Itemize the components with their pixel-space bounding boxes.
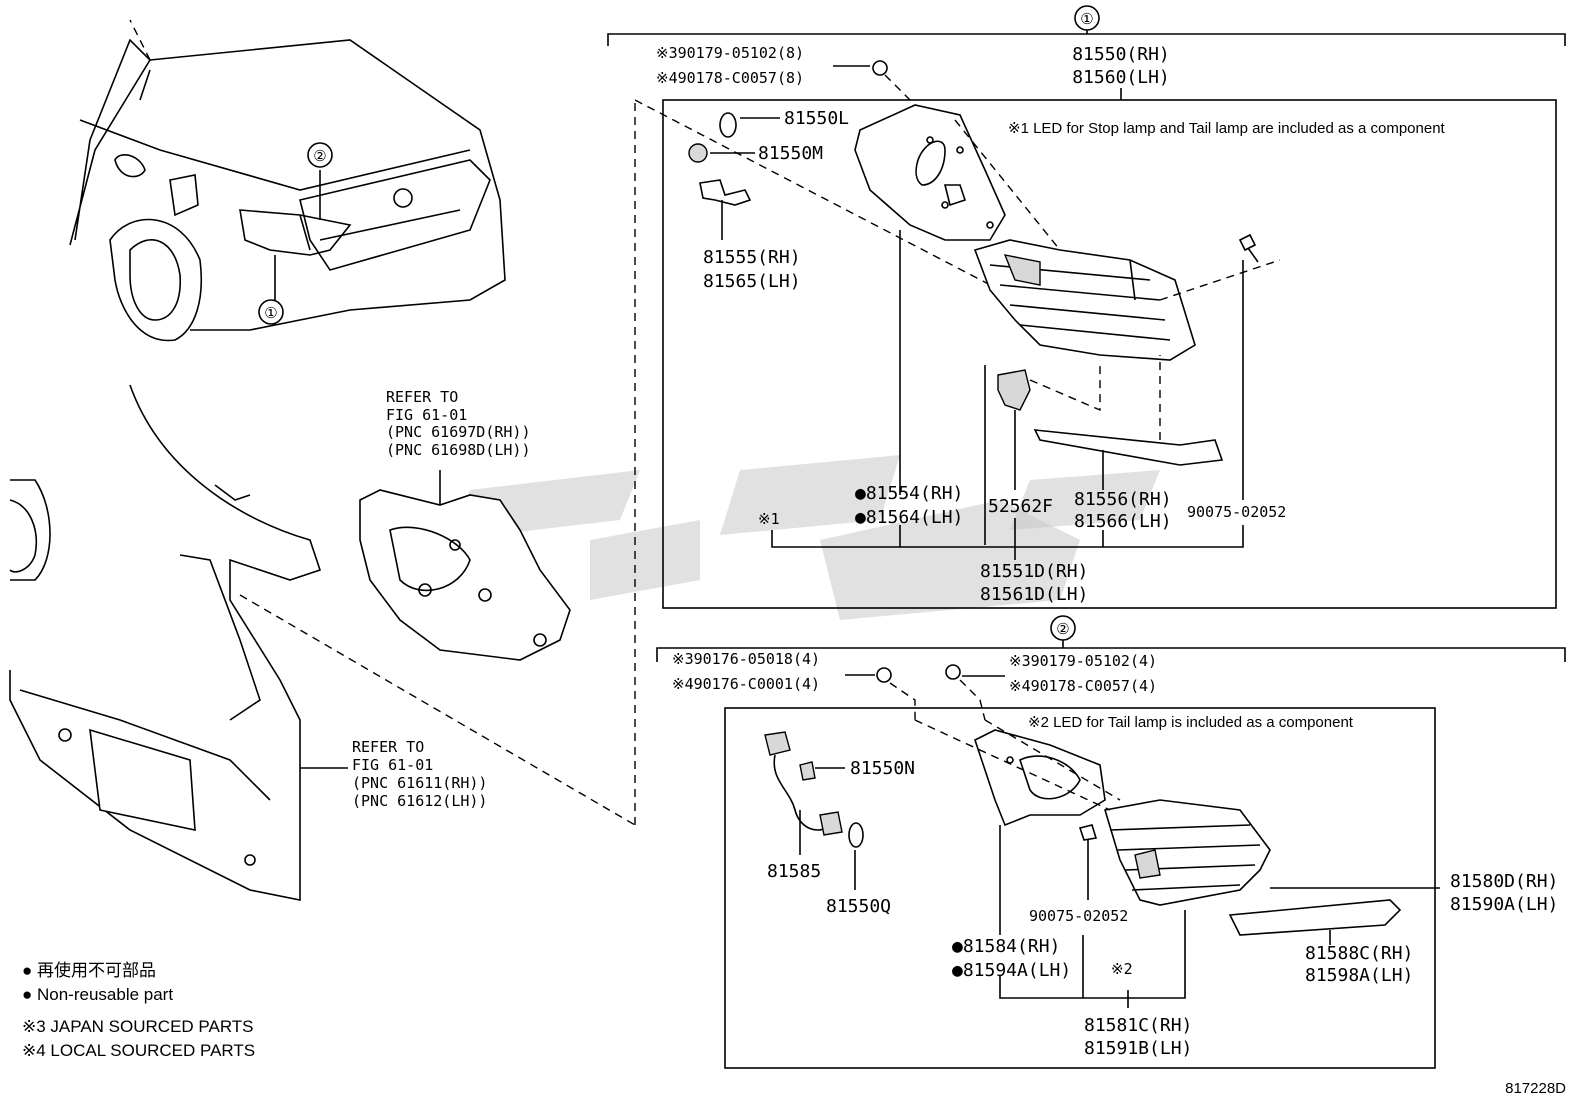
- connector-rh: 81555(RH): [703, 247, 801, 268]
- fastener-d-2: ※490178-C0057(4): [1009, 677, 1157, 695]
- refer-upper-4: (PNC 61698D(LH)): [386, 441, 531, 459]
- ref-1: ※1: [758, 510, 780, 528]
- fastener-b-1: ※490178-C0057(8): [656, 69, 804, 87]
- clip-52562f: 52562F: [988, 496, 1053, 517]
- legend: ● 再使用不可部品 ● Non-reusable part ※3 JAPAN S…: [22, 960, 255, 1060]
- gasket-rh: ●81554(RH): [855, 483, 963, 504]
- gasket-lh: ●81564(LH): [855, 507, 963, 528]
- car-rear-view: ② ①: [69, 19, 506, 342]
- refer-upper-3: (PNC 61697D(RH)): [386, 423, 531, 441]
- assy-lh: 81590A(LH): [1450, 894, 1558, 915]
- refer-lower-2: FIG 61-01: [352, 756, 433, 774]
- unit-lh: 81561D(LH): [980, 584, 1088, 605]
- gasket-rh-2: ●81584(RH): [952, 936, 1060, 957]
- callout-2: ②: [1056, 620, 1069, 638]
- callout-1-car: ①: [264, 304, 277, 322]
- lens-lh-2: 81598A(LH): [1305, 965, 1413, 986]
- note-2: ※2 LED for Tail lamp is included as a co…: [1028, 714, 1354, 731]
- callout-1: ①: [1080, 10, 1093, 28]
- bulb-81550l: 81550L: [784, 108, 849, 129]
- gasket-lh-2: ●81594A(LH): [952, 960, 1071, 981]
- unit-rh: 81551D(RH): [980, 561, 1088, 582]
- refer-lower-1: REFER TO: [352, 738, 424, 756]
- bulb-81550q: 81550Q: [826, 896, 891, 917]
- assy-rh: 81580D(RH): [1450, 871, 1558, 892]
- connector-lh: 81565(LH): [703, 271, 801, 292]
- bulb-81550n: 81550N: [850, 758, 915, 779]
- legend-non-reusable: ● Non-reusable part: [22, 985, 173, 1004]
- refer-lower-4: (PNC 61612(LH)): [352, 792, 487, 810]
- refer-upper-2: FIG 61-01: [386, 406, 467, 424]
- lens-lh: 81566(LH): [1074, 511, 1172, 532]
- fastener-a-2: ※390176-05018(4): [672, 650, 820, 668]
- lamp-bracket: [359, 470, 571, 661]
- title-rh: 81550(RH): [1072, 44, 1170, 65]
- fastener-b-2: ※490176-C0001(4): [672, 675, 820, 693]
- socket-81550m: 81550M: [758, 143, 823, 164]
- diagram-id: 817228D: [1505, 1080, 1566, 1097]
- note-1: ※1 LED for Stop lamp and Tail lamp are i…: [1008, 120, 1446, 137]
- refer-upper-1: REFER TO: [386, 388, 458, 406]
- ref-2: ※2: [1111, 960, 1133, 978]
- legend-japan: ※3 JAPAN SOURCED PARTS: [22, 1017, 254, 1036]
- fastener-c-2: ※390179-05102(4): [1009, 652, 1157, 670]
- screw-90075-2: 90075-02052: [1029, 907, 1128, 925]
- group-1: ① 81550(RH) 81560(LH) ※1 LED for Stop la…: [607, 5, 1566, 609]
- unit-lh-2: 81591B(LH): [1084, 1038, 1192, 1059]
- wire-81585: 81585: [767, 861, 821, 882]
- quarter-panel: [9, 384, 322, 901]
- screw-90075: 90075-02052: [1187, 503, 1286, 521]
- lens-rh: 81556(RH): [1074, 489, 1172, 510]
- unit-rh-2: 81581C(RH): [1084, 1015, 1192, 1036]
- lens-rh-2: 81588C(RH): [1305, 943, 1413, 964]
- callout-2-car: ②: [313, 147, 326, 165]
- legend-jp: ● 再使用不可部品: [22, 960, 156, 980]
- fastener-a-1: ※390179-05102(8): [656, 44, 804, 62]
- title-lh: 81560(LH): [1072, 67, 1170, 88]
- legend-local: ※4 LOCAL SOURCED PARTS: [22, 1041, 255, 1060]
- group-2: ② ※390176-05018(4) ※490176-C0001(4) ※390…: [656, 615, 1566, 1069]
- refer-lower-3: (PNC 61611(RH)): [352, 774, 487, 792]
